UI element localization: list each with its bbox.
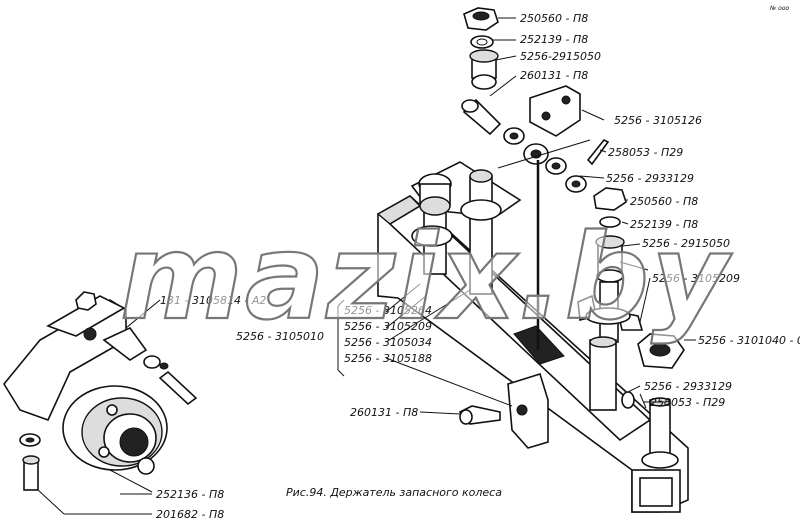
- label-260131-low: 260131 - П8: [350, 406, 418, 419]
- label-201682: 201682 - П8: [156, 508, 224, 521]
- label-5256-3105264: 5256 - 3105264: [344, 304, 432, 317]
- label-258053-top: 258053 - П29: [608, 146, 683, 159]
- label-5256-3101040: 5256 - 3101040 - 01: [698, 334, 800, 347]
- label-252139-top: 252139 - П8: [520, 33, 588, 46]
- label-131-3105814: 131 - 3105814 - А2: [160, 294, 266, 307]
- label-250560-mid: 250560 - П8: [630, 195, 698, 208]
- label-5256-3105010: 5256 - 3105010: [236, 330, 324, 343]
- label-5256-2915050-top: 5256-2915050: [520, 50, 601, 63]
- lower-pin: [458, 405, 501, 425]
- label-5256-2915050-mid: 5256 - 2915050: [642, 237, 730, 250]
- label-5256-2933129-top: 5256 - 2933129: [606, 172, 694, 185]
- label-5256-3105126: 5256 - 3105126: [614, 114, 702, 127]
- label-5256-3105209-right: 5256 - 3105209: [652, 272, 740, 285]
- label-5256-3105209-left: 5256 - 3105209: [344, 320, 432, 333]
- part-labels: 250560 - П8 252139 - П8 5256-2915050 260…: [156, 12, 800, 521]
- corner-mark: № ooo: [769, 5, 789, 12]
- label-258053-low: 258053 - П29: [650, 396, 725, 409]
- watermark: mazix.by: [120, 208, 733, 346]
- left-studs: [411, 169, 502, 295]
- leader-lines: [37, 17, 696, 515]
- label-260131-top: 260131 - П8: [520, 69, 588, 82]
- right-stack: [577, 187, 685, 469]
- label-250560-top: 250560 - П8: [520, 12, 588, 25]
- figure-caption: Рис.94. Держатель запасного колеса: [286, 486, 502, 499]
- label-252136: 252136 - П8: [156, 488, 224, 501]
- top-stack: [461, 7, 610, 350]
- label-5256-3105034: 5256 - 3105034: [344, 336, 432, 349]
- left-assembly: [3, 291, 198, 491]
- label-5256-3105188: 5256 - 3105188: [344, 352, 432, 365]
- label-5256-2933129-low: 5256 - 2933129: [644, 380, 732, 393]
- label-252139-mid: 252139 - П8: [630, 218, 698, 231]
